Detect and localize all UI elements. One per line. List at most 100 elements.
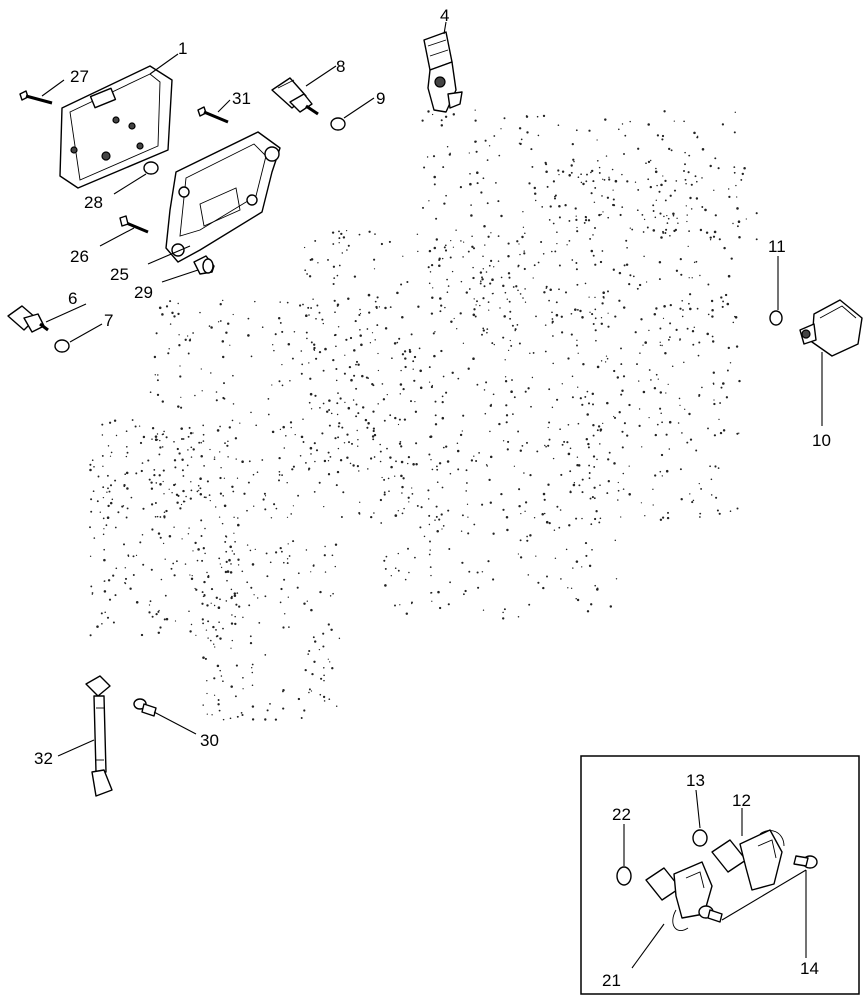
engine-ghost-dot bbox=[675, 328, 678, 331]
engine-ghost-dot bbox=[519, 556, 523, 559]
engine-ghost-dot bbox=[408, 571, 410, 574]
engine-ghost-dot bbox=[279, 301, 281, 303]
sensor-part-10[interactable] bbox=[799, 299, 863, 357]
plug-part-29[interactable] bbox=[193, 255, 215, 275]
engine-ghost-dot bbox=[264, 508, 267, 511]
engine-ghost-dot bbox=[588, 129, 591, 132]
engine-ghost-dot bbox=[489, 282, 492, 285]
engine-ghost-dot bbox=[266, 709, 269, 712]
engine-ghost-dot bbox=[624, 134, 627, 137]
engine-ghost-dot bbox=[468, 288, 471, 290]
engine-ghost-dot bbox=[527, 574, 530, 576]
bolt-part-31[interactable] bbox=[197, 106, 229, 124]
washer-part-28[interactable] bbox=[143, 161, 159, 175]
engine-ghost-dot bbox=[310, 690, 313, 692]
temperature-sensor-part-8[interactable] bbox=[271, 77, 319, 116]
engine-ghost-dot bbox=[213, 456, 216, 458]
engine-ghost-dot bbox=[707, 283, 710, 286]
engine-ghost-dot bbox=[505, 515, 509, 519]
engine-ghost-dot bbox=[330, 412, 333, 415]
connector-sensor-part-4[interactable] bbox=[423, 31, 463, 113]
engine-ghost-dot bbox=[509, 317, 512, 320]
engine-ghost-dot bbox=[141, 462, 144, 464]
engine-ghost-dot bbox=[722, 382, 725, 385]
engine-ghost-dot bbox=[698, 395, 700, 398]
engine-ghost-dot bbox=[299, 455, 302, 457]
engine-ghost-dot bbox=[491, 278, 494, 282]
callout-1: 1 bbox=[178, 39, 187, 58]
engine-ghost-dot bbox=[232, 374, 234, 377]
engine-ghost-dot bbox=[551, 322, 554, 324]
engine-ghost-dot bbox=[755, 238, 758, 241]
engine-ghost-dot bbox=[433, 354, 436, 358]
o-ring-part-11[interactable] bbox=[769, 310, 783, 326]
engine-ghost-dot bbox=[180, 406, 183, 409]
engine-ghost-dot bbox=[169, 323, 172, 325]
engine-ghost-dot bbox=[200, 535, 203, 537]
engine-ghost-dot bbox=[466, 503, 469, 505]
engine-ghost-dot bbox=[397, 552, 400, 555]
engine-ghost-dot bbox=[310, 608, 313, 612]
engine-ghost-dot bbox=[400, 460, 404, 464]
engine-ghost-dot bbox=[398, 337, 401, 340]
engine-ghost-dot bbox=[522, 226, 525, 228]
engine-ghost-dot bbox=[699, 274, 701, 277]
engine-ghost-dot bbox=[218, 516, 221, 518]
engine-ghost-dot bbox=[465, 482, 468, 484]
o-ring-part-22[interactable] bbox=[616, 866, 632, 886]
engine-ghost-dot bbox=[439, 297, 442, 300]
engine-ghost-dot bbox=[205, 496, 207, 499]
bracket-part-25[interactable] bbox=[165, 131, 281, 263]
engine-ghost-dot bbox=[198, 489, 200, 492]
engine-ghost-dot bbox=[107, 445, 110, 447]
engine-ghost-dot bbox=[621, 389, 624, 393]
engine-ghost-dot bbox=[250, 411, 252, 414]
engine-ghost-dot bbox=[581, 517, 583, 520]
engine-ghost-dot bbox=[503, 117, 506, 120]
speed-sensor-part-21[interactable] bbox=[645, 861, 713, 931]
engine-ghost-dot bbox=[105, 524, 108, 527]
engine-ghost-dot bbox=[661, 344, 663, 347]
engine-ghost-dot bbox=[204, 657, 207, 660]
engine-ghost-dot bbox=[638, 283, 642, 287]
engine-ghost-dot bbox=[288, 555, 291, 557]
engine-ghost-dot bbox=[219, 451, 221, 453]
engine-ghost-dot bbox=[200, 368, 202, 370]
engine-ghost-dot bbox=[228, 558, 231, 562]
engine-ghost-dot bbox=[663, 110, 666, 113]
o-ring-part-7[interactable] bbox=[54, 339, 70, 353]
engine-ghost-dot bbox=[278, 479, 280, 482]
pressure-sensor-part-6[interactable] bbox=[7, 305, 49, 333]
engine-ghost-dot bbox=[113, 419, 117, 422]
engine-ghost-dot bbox=[335, 379, 338, 382]
engine-ghost-dot bbox=[206, 571, 208, 574]
engine-ghost-dot bbox=[427, 110, 430, 113]
engine-ghost-dot bbox=[475, 304, 477, 306]
engine-ghost-dot bbox=[278, 456, 281, 460]
engine-ghost-dot bbox=[175, 493, 179, 496]
engine-ghost-dot bbox=[713, 189, 715, 191]
screws-part-14[interactable] bbox=[698, 855, 818, 923]
engine-ghost-dot bbox=[472, 247, 476, 250]
o-ring-part-13[interactable] bbox=[692, 829, 708, 847]
ecu-module-part-1[interactable] bbox=[59, 65, 173, 189]
engine-ghost-dot bbox=[305, 331, 308, 334]
engine-ghost-dot bbox=[578, 484, 581, 487]
engine-ghost-dot bbox=[315, 449, 319, 452]
speed-sensor-part-12[interactable] bbox=[711, 829, 785, 891]
o-ring-part-9[interactable] bbox=[330, 117, 346, 131]
engine-ghost-dot bbox=[472, 313, 476, 317]
screw-part-30[interactable] bbox=[133, 698, 157, 717]
engine-ghost-dot bbox=[522, 211, 524, 213]
harness-part-32[interactable] bbox=[85, 675, 113, 797]
engine-ghost-dot bbox=[713, 383, 715, 385]
engine-ghost-dot bbox=[301, 363, 304, 366]
engine-ghost-dot bbox=[135, 554, 138, 557]
stud-part-26[interactable] bbox=[119, 215, 149, 234]
engine-ghost-dot bbox=[479, 282, 482, 285]
bolt-part-27[interactable] bbox=[19, 90, 53, 105]
engine-ghost-dot bbox=[611, 168, 614, 171]
engine-ghost-dot bbox=[197, 484, 200, 487]
engine-ghost-dot bbox=[468, 152, 470, 154]
engine-ghost-dot bbox=[601, 250, 604, 252]
